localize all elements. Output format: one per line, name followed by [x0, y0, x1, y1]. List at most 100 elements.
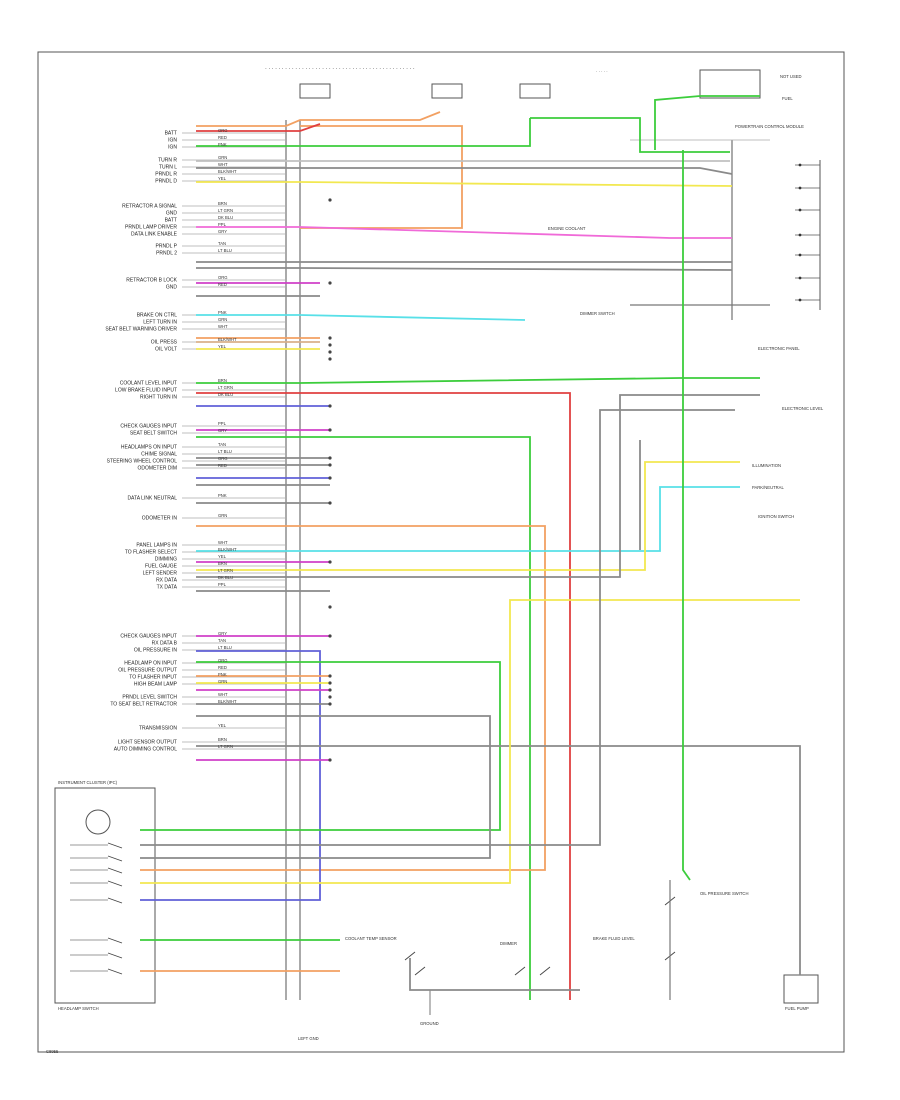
wire-color-code: LT BLU [218, 449, 232, 454]
wire-color-code: RED [218, 463, 227, 468]
wire-color-code: TAN [218, 638, 226, 643]
bottom-callout-1: GROUND [420, 1021, 439, 1026]
wire-run [654, 95, 760, 150]
panel-pin [798, 163, 802, 167]
wire-color-code: ORG [218, 275, 228, 280]
wire-color-code: BLK/WHT [218, 169, 237, 174]
connection-dot [328, 476, 332, 480]
pin-label: RETRACTOR A SIGNAL [122, 204, 177, 210]
wire-color-code: GRY [218, 428, 227, 433]
pin-label: TO SEAT BELT RETRACTOR [110, 702, 177, 708]
pin-label: GND [166, 285, 178, 291]
wire-color-code: PNK [218, 142, 227, 147]
pin-label: LEFT SENDER [143, 571, 178, 577]
wire-color-code: YEL [218, 176, 227, 181]
switch-symbol [404, 951, 416, 961]
panel-pin [798, 233, 802, 237]
wire-color-code: WHT [218, 540, 228, 545]
switch-contact [107, 867, 123, 874]
instrument-cluster-label: INSTRUMENT CLUSTER (IPC) [58, 780, 118, 785]
connection-dot [328, 695, 332, 699]
wire-color-code: PNK [218, 310, 227, 315]
pin-label: DIMMING [155, 557, 177, 563]
wire-color-code: GRN [218, 317, 227, 322]
panel-pin [798, 208, 802, 212]
connection-dot [328, 605, 332, 609]
wire-color-code: ORG [218, 128, 228, 133]
wire-color-code: BRN [218, 201, 227, 206]
connection-dot [328, 456, 332, 460]
pin-label: BATT [165, 218, 177, 224]
panel-pin [798, 186, 802, 190]
wire-color-code: ORG [218, 456, 228, 461]
pin-label: CHECK GAUGES INPUT [120, 424, 177, 430]
pin-label: PRNDL LAMP DRIVER [125, 225, 177, 231]
pin-label: LOW BRAKE FLUID INPUT [115, 388, 177, 394]
wire-run [196, 314, 526, 321]
pin-label: RX DATA B [152, 641, 178, 647]
wire-color-code: YEL [218, 554, 227, 559]
pin-label: CHECK GAUGES INPUT [120, 634, 177, 640]
pin-label: PRNDL LEVEL SWITCH [122, 695, 177, 701]
wire-run [196, 167, 733, 175]
pin-label: SEAT BELT SWITCH [130, 431, 178, 437]
pin-label: DATA LINK ENABLE [131, 232, 178, 238]
wire-color-code: LT BLU [218, 645, 232, 650]
connection-dot [328, 357, 332, 361]
switch-symbol [539, 966, 551, 976]
pin-label: STEERING WHEEL CONTROL [107, 459, 178, 465]
connection-dot [328, 681, 332, 685]
wire-run [682, 150, 691, 881]
wire-color-code: GRN [218, 679, 227, 684]
colored-wire-layer [140, 95, 801, 1000]
pin-label: GND [166, 211, 178, 217]
wire-run [196, 118, 531, 147]
wire-run [196, 111, 441, 127]
wire-color-code: PPL [218, 421, 227, 426]
wire-color-code: GRY [218, 631, 227, 636]
switch-symbol [414, 966, 426, 976]
connection-dot [328, 198, 332, 202]
switch-contact [107, 855, 123, 862]
pin-label: COOLANT LEVEL INPUT [120, 381, 177, 387]
wire-run [140, 650, 321, 901]
pin-label: PRNDL R [155, 172, 177, 178]
pin-label: ODOMETER DIM [138, 466, 177, 472]
switch-symbol [514, 966, 526, 976]
pin-label: AUTO DIMMING CONTROL [114, 747, 177, 753]
wire-run [196, 486, 740, 552]
wire-run [196, 436, 531, 1000]
wire-color-code: GRN [218, 513, 227, 518]
pin-label: HEADLAMPS ON INPUT [121, 445, 177, 451]
wire-run [140, 525, 546, 871]
diagram-frame [37, 51, 845, 1053]
panel-pin [798, 253, 802, 257]
switch-contact [107, 952, 123, 959]
pin-label: TURN L [159, 165, 177, 171]
wire-color-code: LT BLU [218, 248, 232, 253]
pin-label: IGN [168, 145, 177, 151]
electronic-panel-label: ELECTRONIC PANEL [758, 346, 800, 351]
module-box [783, 974, 819, 1004]
wire-color-code: DK BLU [218, 215, 233, 220]
wire-run [196, 181, 733, 187]
pin-label: IGN [168, 138, 177, 144]
connection-dot [328, 350, 332, 354]
wire-run [530, 117, 730, 153]
wire-run [196, 123, 321, 132]
wire-color-code: RED [218, 135, 227, 140]
wire-color-code: LT GRN [218, 208, 233, 213]
wire-color-code: DK BLU [218, 392, 233, 397]
bottom-callout-0: LEFT GND [298, 1036, 319, 1041]
wire-color-code: PPL [218, 222, 227, 227]
wire-color-code: BRN [218, 737, 227, 742]
pin-label: TURN R [158, 158, 177, 164]
right-callout-5: ENGINE COOLANT [548, 226, 586, 231]
bottom-callout-6: FUEL PUMP [785, 1006, 809, 1011]
wire-color-code: TAN [218, 442, 226, 447]
gauge-icon [85, 809, 111, 835]
right-callout-2: FUEL [782, 96, 793, 101]
pin-label-layer: BATT ORG IGN RED IGN PNK TURN R GRN TURN L WHT PRN… [105, 128, 237, 753]
pin-label: TO FLASHER INPUT [129, 675, 177, 681]
